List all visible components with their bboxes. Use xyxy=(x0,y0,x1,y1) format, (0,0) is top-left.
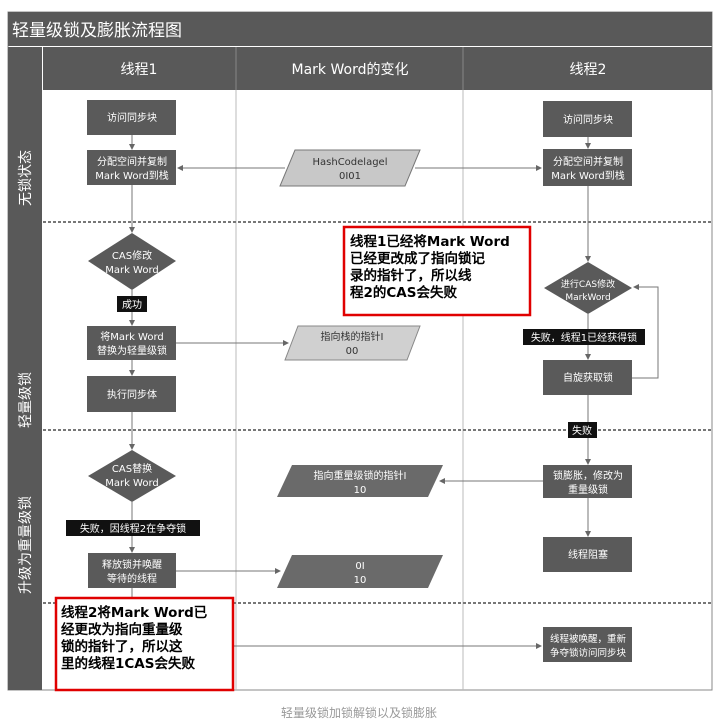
mw-released: 0I 10 xyxy=(277,555,443,588)
column-header-thread1: 线程1 xyxy=(121,62,158,78)
svg-text:访问同步块: 访问同步块 xyxy=(563,113,613,126)
svg-text:成功: 成功 xyxy=(122,299,142,311)
t1-replace-box: 将Mark Word 替换为轻量级锁 xyxy=(87,326,176,360)
svg-text:执行同步体: 执行同步体 xyxy=(107,388,157,401)
svg-text:里的线程1CAS会失败: 里的线程1CAS会失败 xyxy=(61,655,195,672)
svg-text:HashCodelagel: HashCodelagel xyxy=(313,157,388,168)
svg-text:经更改为指向重量级: 经更改为指向重量级 xyxy=(61,621,183,638)
svg-text:线程2将Mark Word已: 线程2将Mark Word已 xyxy=(61,604,208,621)
svg-text:0I01: 0I01 xyxy=(339,171,361,182)
svg-text:Mark Word到栈: Mark Word到栈 xyxy=(551,169,625,182)
svg-text:失败，因线程2在争夺锁: 失败，因线程2在争夺锁 xyxy=(80,522,186,535)
svg-text:10: 10 xyxy=(354,485,367,496)
t1-cas-modify-diamond: CAS修改 Mark Word xyxy=(88,233,176,290)
mw-hashcode: HashCodelagel 0I01 xyxy=(279,149,421,187)
svg-text:指向栈的指针I: 指向栈的指针I xyxy=(321,330,384,343)
t2-woken-box: 线程被唤醒，重新 争夺锁访问同步块 xyxy=(543,627,632,662)
svg-text:Mark Word: Mark Word xyxy=(105,478,159,489)
svg-text:10: 10 xyxy=(354,575,367,586)
t2-access-box: 访问同步块 xyxy=(543,101,632,137)
t1-success-label: 成功 xyxy=(117,296,147,312)
svg-text:释放锁并唤醒: 释放锁并唤醒 xyxy=(102,558,162,571)
t2-alloc-box: 分配空间并复制 Mark Word到栈 xyxy=(543,149,632,186)
t2-spin-box: 自旋获取锁 xyxy=(543,360,632,395)
t1-access-box: 访问同步块 xyxy=(87,100,176,135)
svg-text:CAS替换: CAS替换 xyxy=(112,462,152,475)
svg-text:等待的线程: 等待的线程 xyxy=(107,572,157,585)
svg-text:锁的指针了，所以这: 锁的指针了，所以这 xyxy=(61,638,183,655)
svg-text:访问同步块: 访问同步块 xyxy=(107,111,157,124)
svg-text:进行CAS修改: 进行CAS修改 xyxy=(561,278,615,290)
diagram-title: 轻量级锁及膨胀流程图 xyxy=(12,21,182,41)
title-bar xyxy=(8,12,712,46)
svg-text:CAS修改: CAS修改 xyxy=(112,249,152,262)
mw-heavy-pointer: 指向重量级锁的指针I 10 xyxy=(277,465,443,497)
svg-text:分配空间并复制: 分配空间并复制 xyxy=(97,155,167,168)
section-label-lightweight: 轻量级锁 xyxy=(18,372,34,428)
svg-text:程2的CAS会失败: 程2的CAS会失败 xyxy=(350,284,457,301)
svg-text:分配空间并复制: 分配空间并复制 xyxy=(553,155,623,168)
svg-text:重量级锁: 重量级锁 xyxy=(568,483,608,496)
column-header-thread2: 线程2 xyxy=(570,62,607,78)
t1-execute-box: 执行同步体 xyxy=(87,376,176,412)
t2-blocked-box: 线程阻塞 xyxy=(543,537,632,572)
svg-text:线程阻塞: 线程阻塞 xyxy=(568,548,608,561)
svg-text:争夺锁访问同步块: 争夺锁访问同步块 xyxy=(550,647,627,659)
svg-text:失败，线程1已经获得锁: 失败，线程1已经获得锁 xyxy=(531,331,637,344)
svg-text:线程被唤醒，重新: 线程被唤醒，重新 xyxy=(550,633,627,645)
section-label-column xyxy=(8,47,42,690)
mw-stack-pointer: 指向栈的指针I 00 xyxy=(284,325,421,361)
svg-text:线程1已经将Mark Word: 线程1已经将Mark Word xyxy=(350,233,510,250)
figure-caption: 轻量级锁加锁解锁以及锁膨胀 xyxy=(281,705,437,720)
t2-inflate-box: 锁膨胀，修改为 重量级锁 xyxy=(543,465,632,498)
svg-text:Mark Word到栈: Mark Word到栈 xyxy=(95,169,169,182)
t2-fail-acquired-label: 失败，线程1已经获得锁 xyxy=(523,329,645,345)
svg-text:锁膨胀，修改为: 锁膨胀，修改为 xyxy=(553,469,623,482)
t1-release-box: 释放锁并唤醒 等待的线程 xyxy=(88,553,176,588)
svg-text:MarkWord: MarkWord xyxy=(565,293,610,303)
svg-text:指向重量级锁的指针I: 指向重量级锁的指针I xyxy=(314,469,407,482)
svg-text:自旋获取锁: 自旋获取锁 xyxy=(563,371,613,384)
t1-alloc-box: 分配空间并复制 Mark Word到栈 xyxy=(87,150,176,185)
svg-text:00: 00 xyxy=(346,346,359,357)
header-row xyxy=(43,47,712,90)
svg-text:失败: 失败 xyxy=(572,424,592,437)
svg-text:Mark Word: Mark Word xyxy=(105,265,159,276)
t1-cas-replace-diamond: CAS替换 Mark Word xyxy=(88,450,176,502)
annotation-note-2: 线程2将Mark Word已 经更改为指向重量级 锁的指针了，所以这 里的线程1… xyxy=(54,596,235,692)
svg-text:录的指针了，所以线: 录的指针了，所以线 xyxy=(350,267,472,284)
svg-text:0I: 0I xyxy=(355,561,364,572)
svg-text:已经更改成了指向锁记: 已经更改成了指向锁记 xyxy=(350,250,485,267)
column-header-markword: Mark Word的变化 xyxy=(292,62,409,78)
svg-text:替换为轻量级锁: 替换为轻量级锁 xyxy=(97,344,167,357)
section-label-heavyweight: 升级为重量级锁 xyxy=(18,496,34,594)
t2-cas-modify-diamond: 进行CAS修改 MarkWord xyxy=(544,262,632,314)
t1-fail-label: 失败，因线程2在争夺锁 xyxy=(66,520,200,536)
svg-text:将Mark Word: 将Mark Word xyxy=(100,331,164,343)
t2-fail-label: 失败 xyxy=(568,422,597,438)
annotation-note-1: 线程1已经将Mark Word 已经更改成了指向锁记 录的指针了，所以线 程2的… xyxy=(342,225,532,317)
section-label-unlocked: 无锁状态 xyxy=(18,150,34,206)
